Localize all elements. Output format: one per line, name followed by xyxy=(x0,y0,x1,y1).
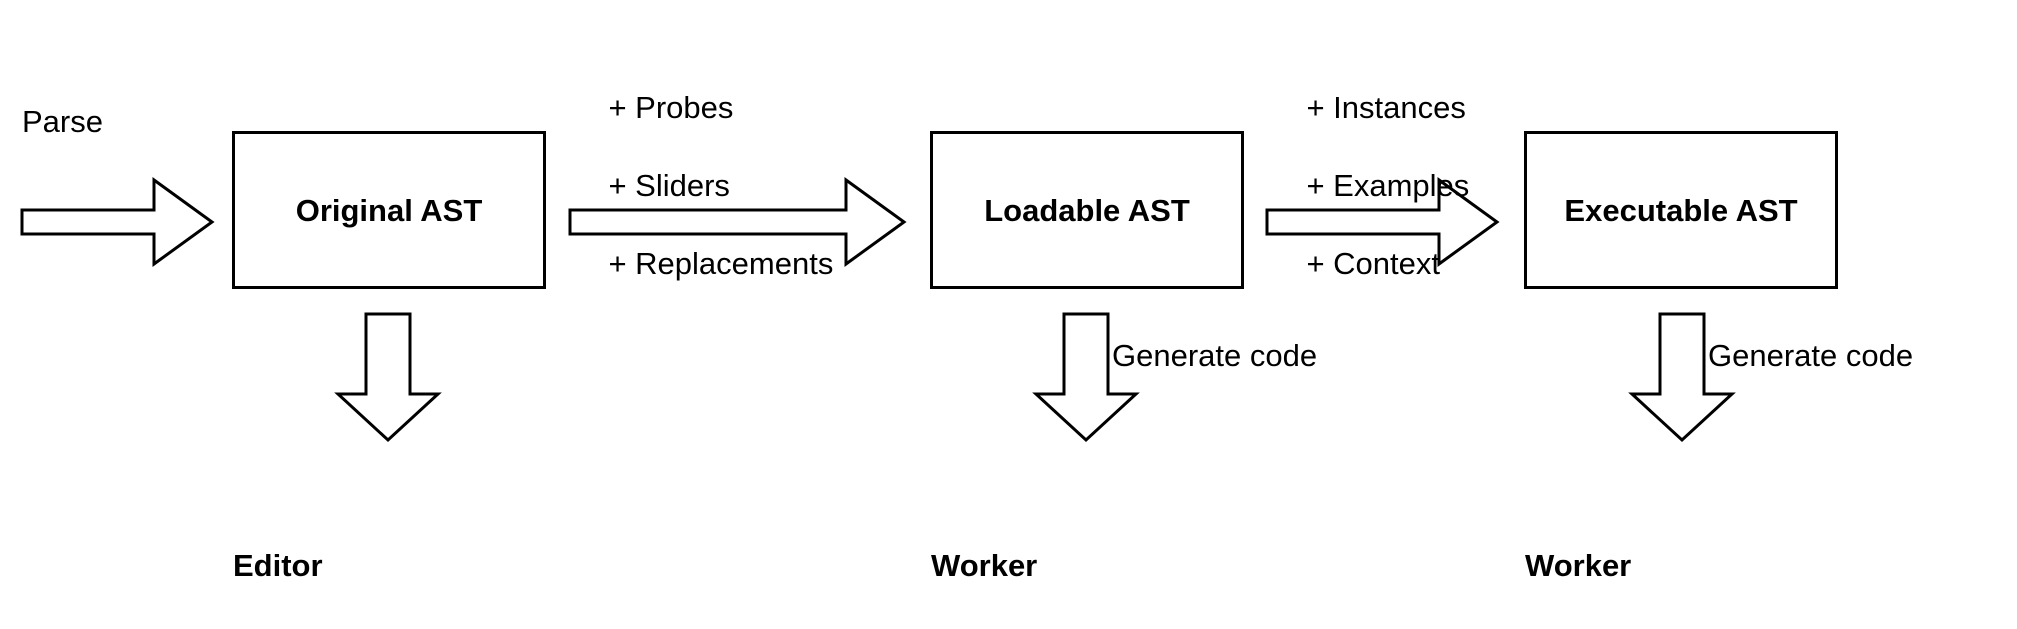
worker-loadable-note-title: Worker xyxy=(931,548,1038,583)
original-to-loadable-arrow xyxy=(568,177,907,267)
box-loadable-ast-label: Loadable AST xyxy=(984,192,1190,228)
original-to-loadable-arrow-label: + Probes + Sliders + Replacements xyxy=(574,49,833,322)
loadable-down-arrow-shape xyxy=(1032,312,1140,443)
editor-note: Editor AST used as lookup for user actio… xyxy=(233,463,555,629)
arrow-label-line-context: + Context xyxy=(1306,246,1441,281)
box-executable-ast-label: Executable AST xyxy=(1564,192,1798,228)
loadable-down-arrow xyxy=(1032,312,1140,443)
box-original-ast-label: Original AST xyxy=(295,192,483,228)
arrow-label-line-probes: + Probes xyxy=(608,90,734,125)
loadable-to-executable-arrow-label: + Instances + Examples + Context xyxy=(1272,49,1469,322)
arrow-label-line-sliders: + Sliders xyxy=(608,168,730,203)
loadable-generate-code-label: Generate code xyxy=(1112,338,1318,373)
parse-arrow-shape xyxy=(20,177,215,267)
parse-arrow-label: Parse xyxy=(22,104,103,139)
loadable-to-executable-arrow xyxy=(1265,177,1500,267)
original-down-arrow-shape xyxy=(334,312,442,443)
original-down-arrow xyxy=(334,312,442,443)
arrow-label-line-examples: + Examples xyxy=(1306,168,1470,203)
executable-down-arrow xyxy=(1628,312,1736,443)
parse-arrow xyxy=(20,177,215,267)
arrow-label-line-instances: + Instances xyxy=(1306,90,1466,125)
worker-executable-note-title: Worker xyxy=(1525,548,1632,583)
arrow-label-line-replacements: + Replacements xyxy=(608,246,834,281)
box-executable-ast[interactable]: Executable AST xyxy=(1524,131,1838,289)
box-original-ast[interactable]: Original AST xyxy=(232,131,546,289)
worker-executable-note: Worker Code used when executing examples xyxy=(1525,463,1899,629)
box-loadable-ast[interactable]: Loadable AST xyxy=(930,131,1244,289)
executable-generate-code-label: Generate code xyxy=(1708,338,1914,373)
executable-down-arrow-shape xyxy=(1628,312,1736,443)
original-to-loadable-arrow-shape xyxy=(568,177,907,267)
editor-note-title: Editor xyxy=(233,548,323,583)
worker-loadable-note: Worker Code used when module is loaded b… xyxy=(931,463,1305,629)
loadable-to-executable-arrow-shape xyxy=(1265,177,1500,267)
